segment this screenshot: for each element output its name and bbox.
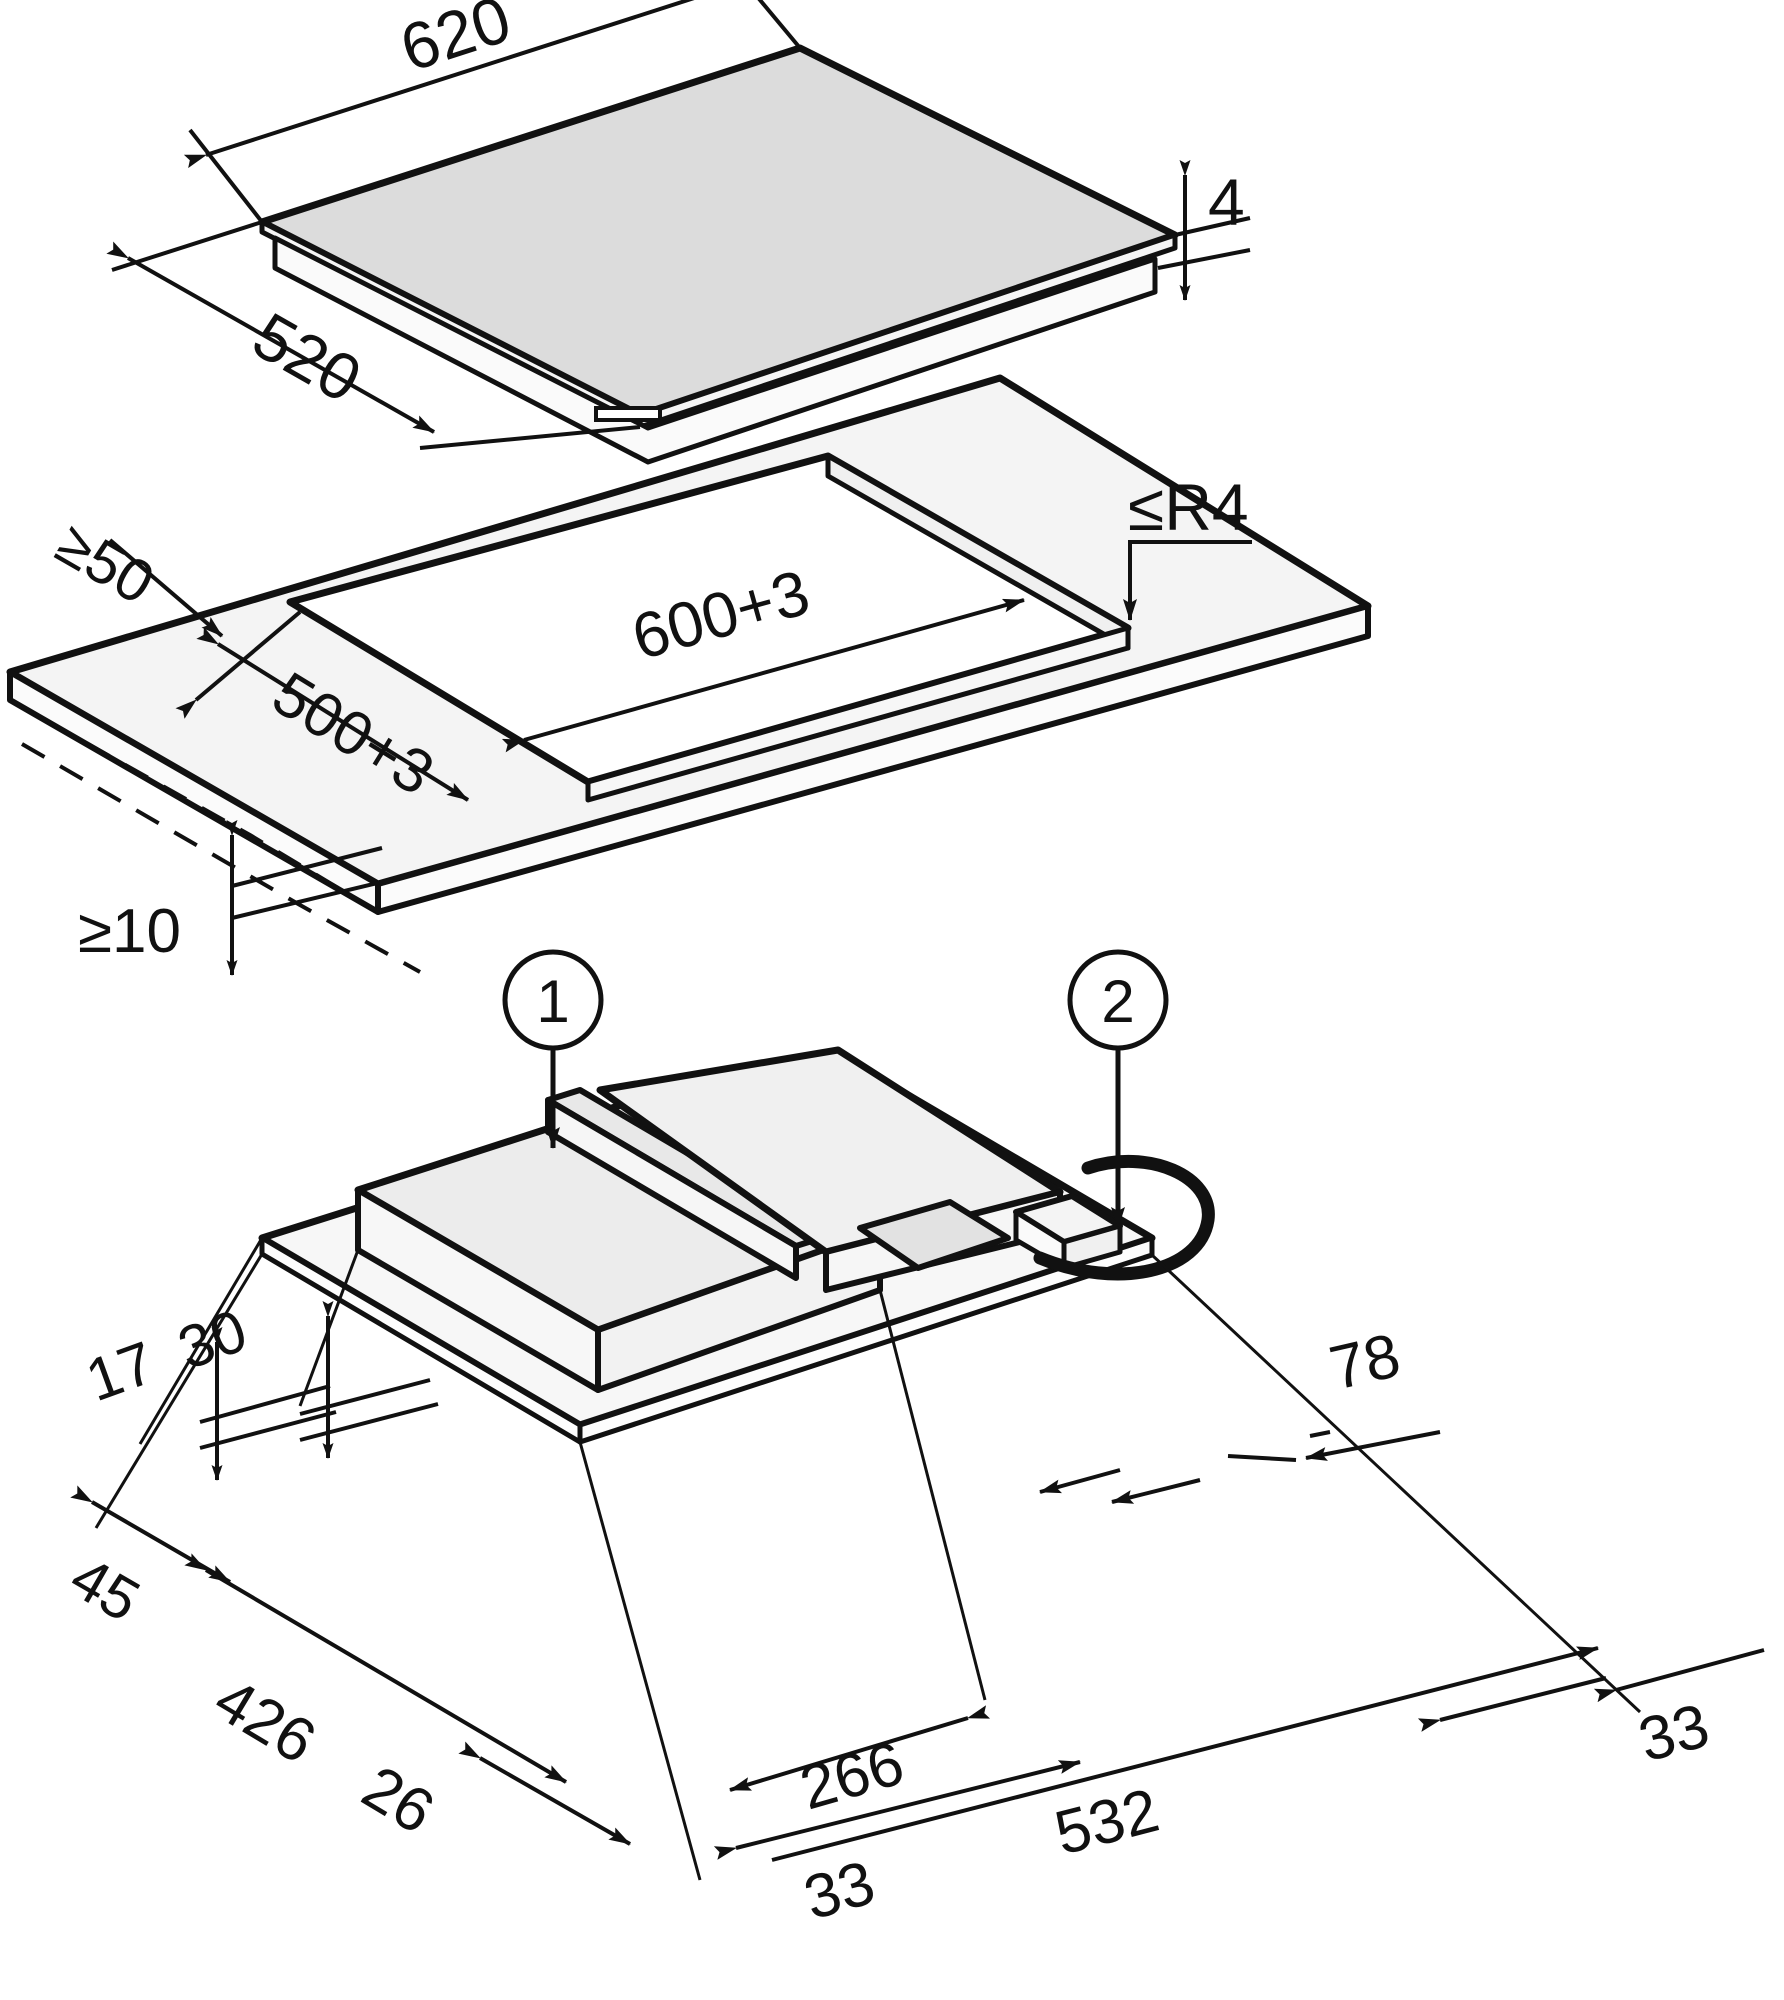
extension-lines xyxy=(94,1237,1642,1881)
callout-1: 1 xyxy=(502,949,604,1149)
dimension-min50-label: ≥50 xyxy=(46,509,166,617)
view-appliance-body: 1 2 17 30 45 xyxy=(60,949,1765,1933)
callout-1-label: 1 xyxy=(536,968,569,1035)
dimension-26: 26 xyxy=(351,1741,631,1848)
callout-2: 2 xyxy=(1067,949,1169,1229)
appliance-rib-riser xyxy=(545,1097,799,1281)
dimension-min10-label: ≥10 xyxy=(78,897,181,966)
terminal-block-right xyxy=(1061,1223,1123,1271)
view-worktop-cutout: ≥50 500+3 600+3 ≤R4 ≥10 xyxy=(6,374,1372,976)
dimension-4: 4 xyxy=(1157,160,1251,301)
dimension-266: 266 xyxy=(729,1705,991,1823)
dimension-78: 78 xyxy=(1039,1321,1441,1504)
power-cable xyxy=(1033,1154,1215,1281)
dimension-426: 426 xyxy=(184,1553,568,1784)
dimension-26-label: 26 xyxy=(351,1753,446,1848)
hob-glass-top-face xyxy=(258,44,1179,419)
dimension-30-label: 30 xyxy=(170,1296,256,1382)
worktop-hidden-edge xyxy=(9,698,380,914)
worktop-right-edge xyxy=(375,603,1371,915)
dimension-620-label: 620 xyxy=(392,0,519,85)
callout-1-circle xyxy=(502,949,604,1051)
callout-2-label: 2 xyxy=(1101,968,1134,1035)
dimension-17-label: 17 xyxy=(78,1328,164,1414)
callout-2-circle xyxy=(1067,949,1169,1051)
dimension-min10: ≥10 xyxy=(78,820,391,976)
dimension-78-label: 78 xyxy=(1324,1321,1407,1404)
dimension-520-label: 520 xyxy=(241,298,373,417)
hob-front-tab xyxy=(594,406,662,422)
view-hob-panel: 620 520 4 xyxy=(106,0,1251,465)
dimension-426-label: 426 xyxy=(203,1665,327,1777)
dimension-33-right: 33 xyxy=(1417,1648,1765,1776)
dimension-33-right-label: 33 xyxy=(1632,1691,1716,1775)
dimension-max-r4-label: ≤R4 xyxy=(1128,470,1249,544)
dimension-max-r4: ≤R4 xyxy=(1123,470,1252,621)
dimension-33-front-label: 33 xyxy=(797,1848,882,1933)
appliance-pocket xyxy=(857,1199,1011,1271)
dimension-4-label: 4 xyxy=(1208,165,1245,239)
dimension-45: 45 xyxy=(60,1485,232,1635)
dimension-45-label: 45 xyxy=(60,1543,151,1634)
dimension-532-label: 532 xyxy=(1048,1776,1165,1869)
